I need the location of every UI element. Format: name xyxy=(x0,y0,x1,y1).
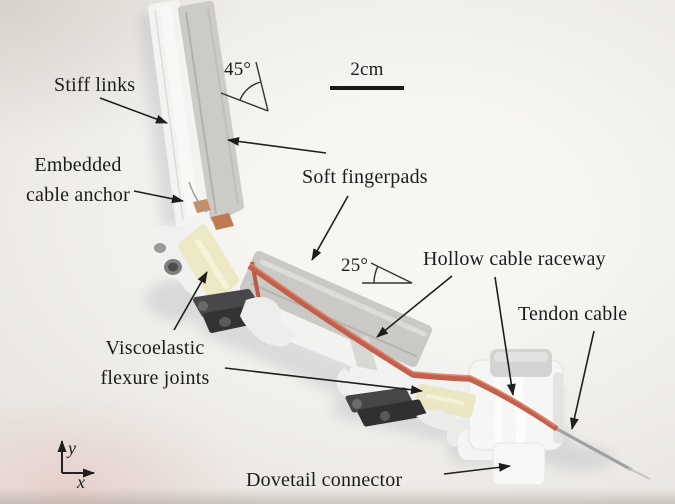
tendon-cable-arrow xyxy=(570,330,595,430)
leader-arrows xyxy=(99,97,595,475)
label-stiff-links: Stiff links xyxy=(54,74,136,96)
dovetail-tab xyxy=(492,442,546,486)
soft-fingerpads-leader-1 xyxy=(227,136,327,154)
hollow-raceway-arrow-2 xyxy=(494,276,516,396)
tendon-cable-red xyxy=(247,263,559,432)
label-axis-x: x xyxy=(77,472,86,492)
label-angle-45: 45° xyxy=(224,59,252,80)
distal-fingerpad xyxy=(178,1,244,222)
first-joint xyxy=(150,225,296,347)
label-embedded-cable-anchor: Embedded cable anchor xyxy=(25,154,130,206)
tendon-cable-exit xyxy=(556,427,633,472)
label-angle-25: 25° xyxy=(341,255,369,276)
viscoelastic-leader-2 xyxy=(224,367,423,395)
coordinate-axes xyxy=(57,440,95,478)
embedded-anchor-arrow xyxy=(133,190,184,204)
tendon-cable-path xyxy=(247,261,651,480)
angle-25-marker xyxy=(362,262,413,284)
label-tendon-cable: Tendon cable xyxy=(518,303,628,325)
label-viscoelastic-flexure-joints: Viscoelastic flexure joints xyxy=(100,337,210,389)
stiff-links-arrow xyxy=(99,97,168,124)
dovetail-arrow xyxy=(443,462,511,475)
scale-bar xyxy=(330,86,404,90)
label-dovetail-connector: Dovetail connector xyxy=(246,469,403,491)
soft-fingerpads-leader-2 xyxy=(311,195,349,261)
lower-arm xyxy=(336,366,476,430)
label-soft-fingerpads: Soft fingerpads xyxy=(302,166,428,188)
angle-45-marker xyxy=(220,61,269,112)
label-hollow-cable-raceway: Hollow cable raceway xyxy=(423,248,606,270)
hollow-raceway-arrow-1 xyxy=(376,275,453,338)
distal-link xyxy=(148,0,244,230)
label-axis-y: y xyxy=(68,438,77,458)
label-scale-bar: 2cm xyxy=(350,59,384,80)
viscoelastic-arrow-1 xyxy=(173,271,208,331)
